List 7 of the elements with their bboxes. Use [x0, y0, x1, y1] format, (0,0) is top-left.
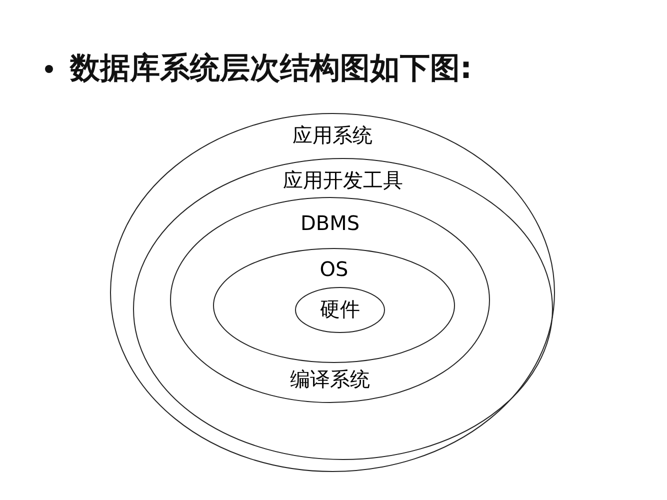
layer-label: 编译系统: [290, 367, 370, 391]
layer-label: OS: [320, 257, 348, 281]
heading: 数据库系统层次结构图如下图:: [70, 50, 472, 88]
layer-label: DBMS: [300, 211, 360, 235]
layer-label: 应用系统: [292, 123, 372, 147]
layer-label: 硬件: [320, 297, 360, 321]
layer-label: 应用开发工具: [283, 168, 403, 192]
